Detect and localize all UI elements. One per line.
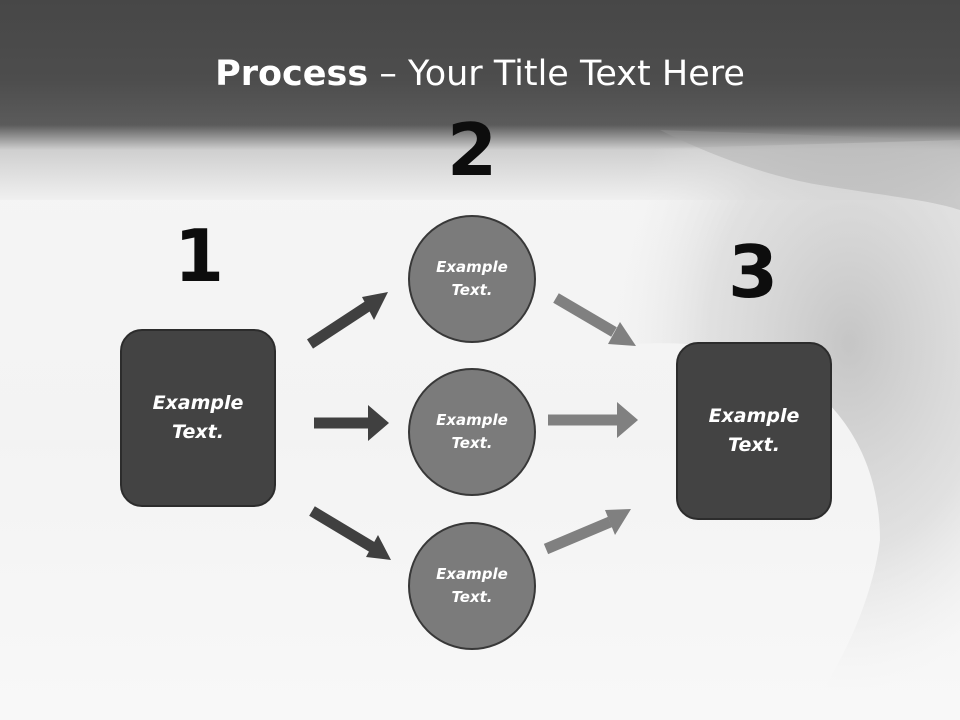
title-bold: Process: [215, 54, 369, 94]
arrow-from-bottom-circle: [543, 509, 631, 555]
process-circle-top: Example Text.: [408, 215, 536, 343]
step-box-1: Example Text.: [120, 329, 276, 507]
process-circle-top-label: Example Text.: [436, 258, 508, 299]
face-silhouette: [564, 140, 960, 720]
step-box-3-label: Example Text.: [708, 405, 800, 456]
slide-title: Process – Your Title Text Here: [0, 52, 960, 96]
step-number-1: 1: [173, 214, 225, 298]
process-circle-bottom-label: Example Text.: [436, 565, 508, 606]
step-number-3: 3: [727, 230, 779, 314]
arrow-to-bottom-circle: [309, 506, 391, 560]
step-number-2: 2: [446, 108, 498, 192]
arrow-from-middle-circle: [548, 402, 638, 438]
title-separator: –: [379, 54, 397, 94]
process-circle-middle: Example Text.: [408, 368, 536, 496]
title-text: Your Title Text Here: [407, 54, 745, 94]
step-box-3: Example Text.: [676, 342, 832, 520]
process-circle-middle-label: Example Text.: [436, 411, 508, 452]
process-circle-bottom: Example Text.: [408, 522, 536, 650]
arrow-to-top-circle: [306, 292, 388, 349]
step-box-1-label: Example Text.: [152, 392, 244, 443]
arrow-from-top-circle: [553, 293, 636, 346]
arrow-to-middle-circle: [314, 405, 389, 441]
